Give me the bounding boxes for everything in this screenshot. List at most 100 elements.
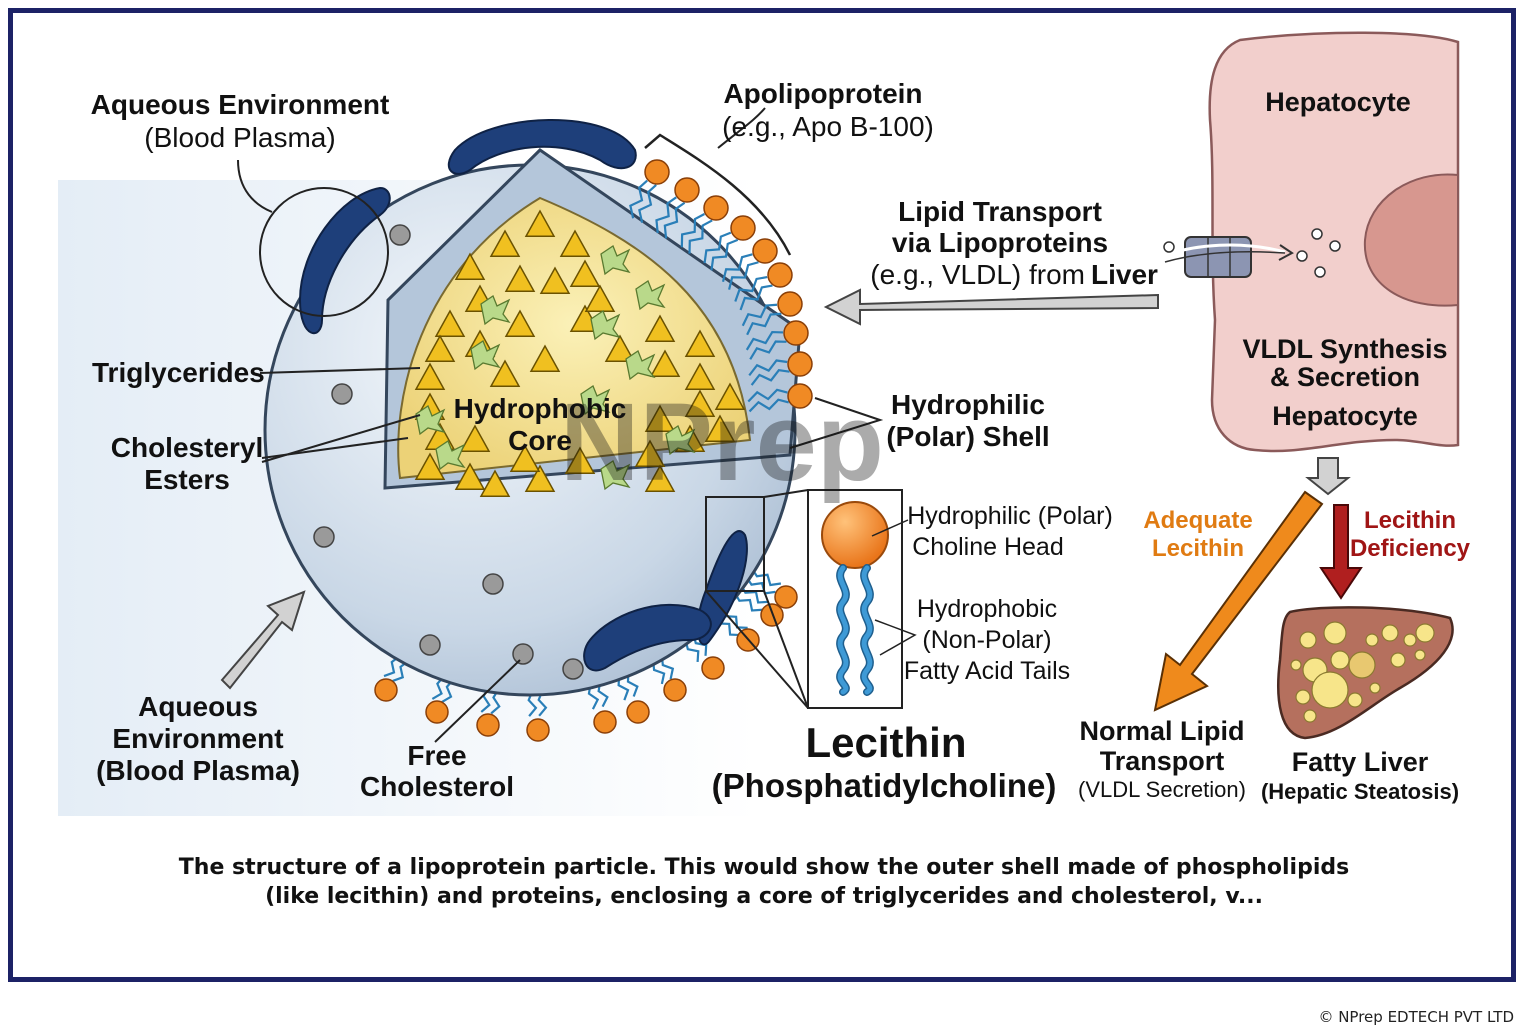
phospholipid-head — [644, 159, 670, 185]
triglyceride-molecule — [454, 462, 486, 490]
triglyceride-molecule — [634, 439, 666, 467]
phospholipid-head — [701, 656, 725, 680]
cholesteryl-ester-molecule — [580, 385, 611, 416]
cholesteryl-ester-molecule — [480, 295, 511, 326]
triglyceride-molecule — [564, 446, 596, 474]
aqueous-bottom-label-2: Environment — [112, 723, 283, 754]
triglyceride-molecule — [604, 334, 636, 362]
lecithin-zoom — [705, 489, 917, 709]
cholesteryl-ester-molecule — [600, 245, 631, 276]
outcome-arrows — [1153, 490, 1363, 712]
triglyceride-molecule — [524, 209, 556, 237]
triglyceride-molecule — [414, 452, 446, 480]
triglyceride-molecule — [479, 469, 511, 497]
cholesteryl-ester-molecule — [470, 340, 501, 371]
core-sublabel: Core — [508, 425, 572, 456]
vldl-particle-icons — [1163, 228, 1341, 278]
triglyceride-molecule — [704, 414, 736, 442]
hepatocyte-cell — [1163, 31, 1460, 453]
triglyceride-molecule — [649, 349, 681, 377]
aqueous-zoom-circle — [259, 187, 389, 317]
phospholipid-head — [777, 291, 803, 317]
hepatocyte-down-arrow — [1305, 457, 1351, 496]
nucleus — [1363, 173, 1459, 307]
aqueous-env-top-sublabel: (Blood Plasma) — [144, 122, 335, 153]
aqueous-bottom-label-1: Aqueous — [138, 691, 258, 722]
apolipoprotein-molecules — [298, 119, 748, 672]
triglyceride-molecule — [644, 314, 676, 342]
core-label: Hydrophobic — [454, 393, 627, 424]
phospholipid-head — [752, 238, 778, 264]
triglyceride-molecule — [644, 404, 676, 432]
phospholipid-head — [674, 177, 700, 203]
triglyceride-molecule — [509, 444, 541, 472]
deficiency-label-2: Deficiency — [1350, 535, 1471, 562]
phospholipid-head — [787, 351, 813, 377]
triglyceride-molecule — [529, 344, 561, 372]
apolipoprotein-bracket — [644, 133, 792, 256]
normal-transport-label-3: (VLDL Secretion) — [1078, 777, 1246, 802]
fatty-acid-tail-icon — [861, 565, 873, 695]
vldl-label-1: VLDL Synthesis — [1242, 334, 1447, 364]
triglycerides-label: Triglycerides — [92, 357, 265, 388]
phospholipid-head — [767, 262, 793, 288]
gray-arrows — [220, 288, 1351, 690]
adequate-label-1: Adequate — [1143, 507, 1252, 534]
aqueous-env-top-label: Aqueous Environment — [91, 89, 390, 120]
vldl-label-2: & Secretion — [1270, 362, 1420, 392]
shell-phospholipid-tails — [629, 159, 813, 413]
fatty-acid-tail-icon — [837, 565, 849, 695]
choline-head-icon — [821, 501, 889, 569]
phospholipid-head — [593, 710, 617, 734]
shell-sublabel: (Polar) Shell — [886, 421, 1049, 452]
triglyceride-molecule — [414, 362, 446, 390]
phospholipid-head — [783, 320, 809, 346]
triglyceride-molecule — [454, 252, 486, 280]
normal-transport-label-2: Transport — [1100, 746, 1225, 776]
lecithin-title: Lecithin — [805, 719, 966, 766]
triglyceride-molecule — [644, 464, 676, 492]
normal-transport-label-1: Normal Lipid — [1079, 716, 1244, 746]
phospholipid-head — [663, 678, 687, 702]
triglyceride-molecule — [489, 359, 521, 387]
shell-label: Hydrophilic — [891, 389, 1045, 420]
cholesteryl-ester-molecule — [625, 350, 656, 381]
triglyceride-molecule — [504, 309, 536, 337]
tails-label-1: Hydrophobic — [917, 595, 1057, 623]
cholesteryl-ester-molecule — [635, 280, 666, 311]
triglyceride-molecule — [459, 424, 491, 452]
hepatocyte-bottom-label: Hepatocyte — [1272, 401, 1418, 431]
copyright-notice: © NPrep EDTECH PVT LTD — [1318, 1008, 1514, 1026]
head-label: Hydrophilic (Polar) — [907, 502, 1113, 530]
triglyceride-molecule — [424, 334, 456, 362]
transport-liver-label: Liver — [1091, 259, 1158, 290]
hydrophobic-core — [397, 196, 752, 480]
watermark: NPrep — [560, 381, 884, 504]
adequate-lecithin-arrow — [1153, 490, 1324, 712]
fatty-liver-sublabel: (Hepatic Steatosis) — [1261, 779, 1459, 804]
head-sublabel: Choline Head — [912, 533, 1064, 561]
transport-label-2: via Lipoproteins — [892, 227, 1108, 258]
phospholipid-head — [703, 195, 729, 221]
lecithin-subtitle: (Phosphatidylcholine) — [712, 767, 1057, 804]
phospholipid-head — [476, 713, 500, 737]
deficiency-label-1: Lecithin — [1364, 507, 1456, 534]
phospholipid-head — [787, 383, 813, 409]
core-contents — [414, 209, 746, 497]
adequate-label-2: Lecithin — [1152, 535, 1244, 562]
transport-arrow — [823, 288, 1159, 326]
free-cholesterol-sublabel: Cholesterol — [360, 771, 514, 802]
triglyceride-molecule — [539, 266, 571, 294]
triglyceride-molecule — [504, 264, 536, 292]
fatty-liver-icon — [1277, 606, 1454, 740]
triglyceride-molecule — [434, 309, 466, 337]
free-cholesterol-label: Free — [407, 740, 466, 771]
triglyceride-molecule — [524, 464, 556, 492]
tails-label-2: (Non-Polar) — [922, 626, 1051, 654]
free-cholesterol-molecules — [313, 224, 584, 680]
apolipoprotein-sublabel: (e.g., Apo B-100) — [722, 111, 934, 142]
triglyceride-molecule — [684, 329, 716, 357]
aqueous-bottom-label-3: (Blood Plasma) — [96, 755, 300, 786]
apolipoprotein-label: Apolipoprotein — [723, 78, 922, 109]
cholesteryl-ester-molecule — [590, 310, 621, 341]
